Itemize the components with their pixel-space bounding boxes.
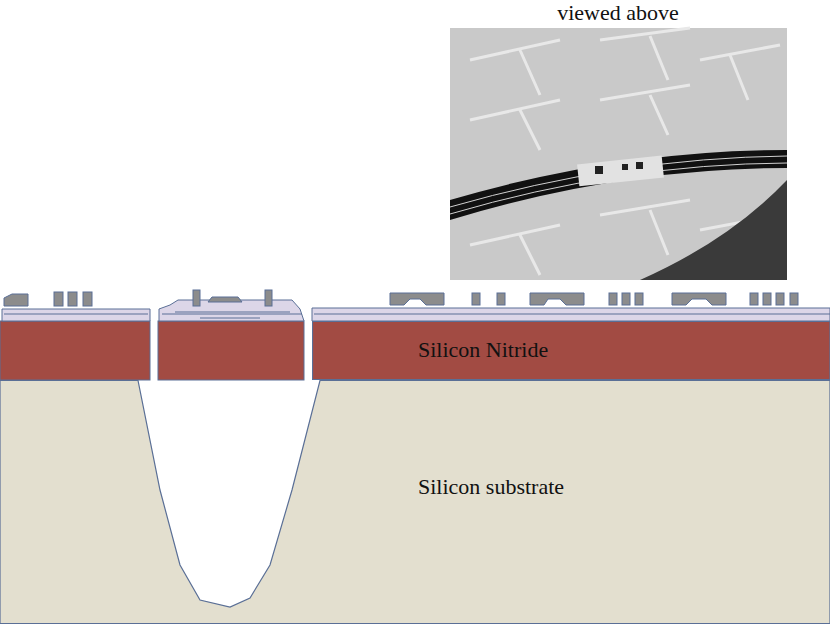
substrate-region-shape xyxy=(0,380,830,624)
nitride-layer-shape xyxy=(312,321,830,380)
layer-name: Silicon substrate xyxy=(418,475,564,499)
layer-name: Silicon Nitride xyxy=(418,338,548,362)
substrate-region: Silicon substrate xyxy=(0,380,830,624)
image-caption: viewed above xyxy=(557,1,679,25)
nitride-layer: Silicon Nitride xyxy=(312,321,830,380)
